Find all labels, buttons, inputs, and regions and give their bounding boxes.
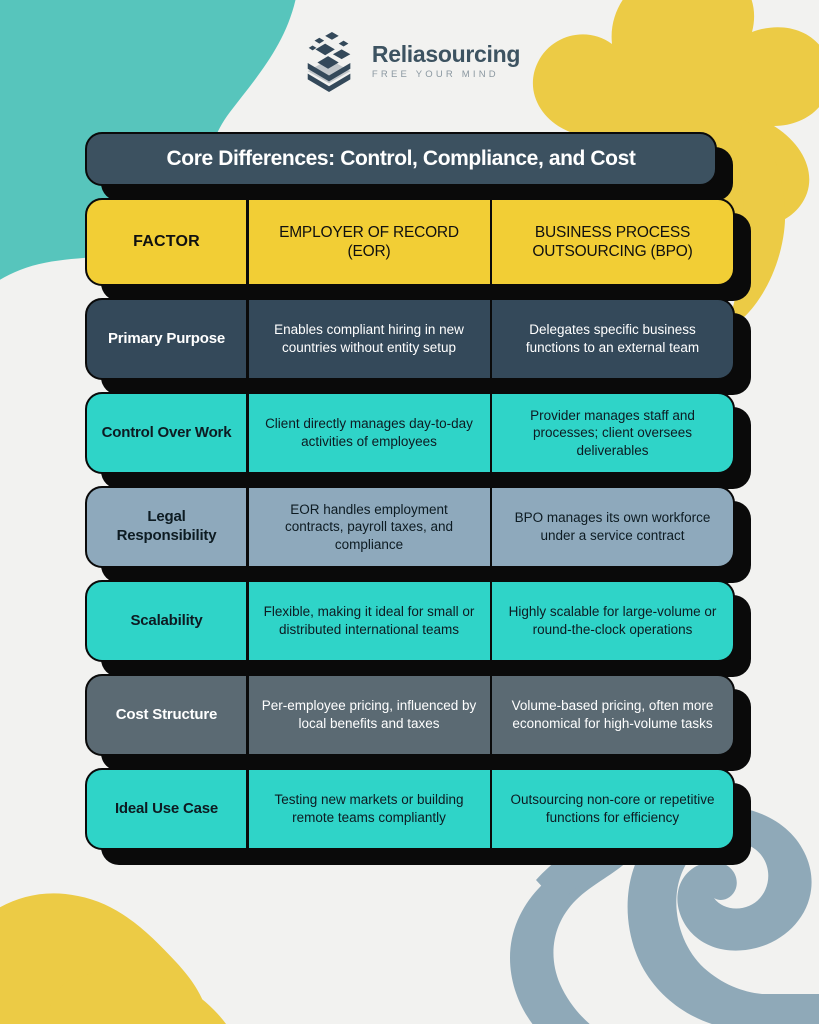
brand-name: Reliasourcing [371, 40, 521, 67]
row-bpo-cell: Delegates specific business functions to… [492, 300, 733, 378]
row-factor-cell: Cost Structure [87, 676, 246, 754]
table-row: Scalability Flexible, making it ideal fo… [85, 580, 751, 677]
row-bpo-text: Outsourcing non-core or repetitive funct… [510, 792, 715, 825]
row-eor-cell: Enables compliant hiring in new countrie… [248, 300, 490, 378]
column-header-bpo: BUSINESS PROCESS OUTSOURCING (BPO) [492, 200, 733, 284]
table-title-card: Core Differences: Control, Compliance, a… [85, 132, 733, 201]
row-bpo-cell: Outsourcing non-core or repetitive funct… [492, 770, 733, 848]
table-row: Cost Structure Per-employee pricing, inf… [85, 674, 751, 771]
row-factor-label: Control Over Work [101, 423, 232, 441]
column-header-label: BUSINESS PROCESS OUTSOURCING (BPO) [532, 223, 693, 260]
stacked-diamond-layers-icon [307, 31, 351, 92]
row-bpo-cell: BPO manages its own workforce under a se… [492, 488, 733, 566]
row-eor-text: Enables compliant hiring in new countrie… [274, 322, 464, 355]
row-factor-cell: Scalability [87, 582, 246, 660]
row-bpo-text: Highly scalable for large-volume or roun… [508, 604, 717, 637]
row-factor-label: Legal Responsibility [116, 508, 217, 544]
table-row: Primary Purpose Enables compliant hiring… [85, 298, 751, 395]
table-row: Control Over Work Client directly manage… [85, 392, 751, 489]
table-header-row: FACTOR EMPLOYER OF RECORD (EOR) BUSINESS… [85, 198, 751, 301]
row-bpo-cell: Volume-based pricing, often more economi… [492, 676, 733, 754]
brand-logo: Reliasourcing FREE YOUR MIND [0, 30, 819, 92]
row-bpo-text: Volume-based pricing, often more economi… [511, 698, 714, 731]
row-bpo-text: BPO manages its own workforce under a se… [514, 510, 711, 543]
row-factor-label: Ideal Use Case [114, 799, 219, 817]
row-eor-text: Per-employee pricing, influenced by loca… [261, 698, 477, 731]
comparison-table: Core Differences: Control, Compliance, a… [85, 132, 751, 865]
row-bpo-cell: Highly scalable for large-volume or roun… [492, 582, 733, 660]
row-factor-cell: Primary Purpose [87, 300, 246, 378]
row-eor-cell: EOR handles employment contracts, payrol… [248, 488, 490, 566]
row-eor-cell: Per-employee pricing, influenced by loca… [248, 676, 490, 754]
row-eor-text: Testing new markets or building remote t… [274, 792, 464, 825]
column-header-label: FACTOR [133, 233, 200, 250]
row-bpo-cell: Provider manages staff and processes; cl… [492, 394, 733, 472]
row-eor-cell: Testing new markets or building remote t… [248, 770, 490, 848]
table-row: Ideal Use Case Testing new markets or bu… [85, 768, 751, 865]
row-eor-text: Client directly manages day-to-day activ… [265, 416, 473, 449]
row-eor-text: EOR handles employment contracts, payrol… [284, 501, 454, 552]
row-factor-label: Cost Structure [115, 705, 218, 723]
row-bpo-text: Delegates specific business functions to… [525, 322, 700, 355]
row-eor-cell: Flexible, making it ideal for small or d… [248, 582, 490, 660]
row-bpo-text: Provider manages staff and processes; cl… [530, 407, 695, 458]
column-header-factor: FACTOR [87, 200, 246, 284]
column-header-label: EMPLOYER OF RECORD (EOR) [279, 223, 459, 260]
column-header-eor: EMPLOYER OF RECORD (EOR) [248, 200, 490, 284]
row-factor-cell: Ideal Use Case [87, 770, 246, 848]
row-factor-cell: Control Over Work [87, 394, 246, 472]
row-factor-label: Primary Purpose [107, 329, 226, 347]
page-title: Core Differences: Control, Compliance, a… [166, 147, 636, 170]
row-eor-text: Flexible, making it ideal for small or d… [263, 604, 475, 637]
row-factor-cell: Legal Responsibility [87, 488, 246, 566]
row-eor-cell: Client directly manages day-to-day activ… [248, 394, 490, 472]
brand-tagline: FREE YOUR MIND [371, 69, 499, 81]
row-factor-label: Scalability [130, 611, 203, 629]
table-row: Legal Responsibility EOR handles employm… [85, 486, 751, 583]
yellow-bottom-blob-2-icon [44, 970, 227, 1024]
